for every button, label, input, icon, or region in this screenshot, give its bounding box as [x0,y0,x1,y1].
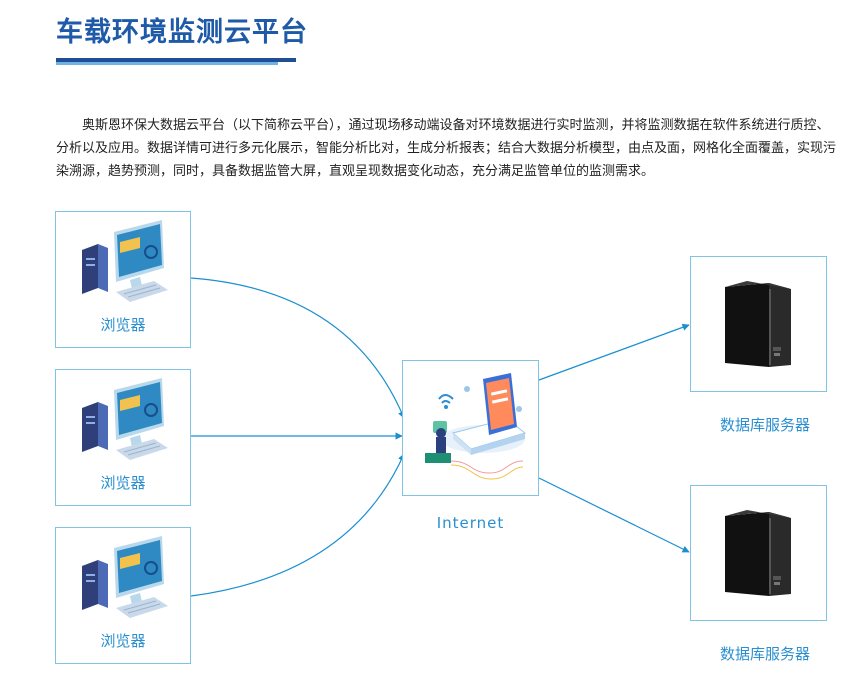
connector-hub-server1 [538,323,690,381]
server-label: 数据库服务器 [719,416,810,434]
client-box-1: 浏览器 [55,211,191,348]
desktop-computer-icon [78,218,170,312]
server-box-2 [690,485,827,621]
client-box-2: 浏览器 [55,369,191,506]
intro-paragraph: 奥斯恩环保大数据云平台（以下简称云平台），通过现场移动端设备对环境数据进行实时监… [56,118,837,179]
server-tower-icon [721,279,801,375]
client-label: 浏览器 [100,316,146,334]
connector-hub-server2 [538,477,690,553]
title-underline-accent [56,62,278,65]
server-label: 数据库服务器 [719,645,810,663]
connector-client1-hub [190,277,405,419]
title-underline [56,58,296,62]
desktop-computer-icon [78,534,170,628]
internet-label: Internet [436,514,505,532]
client-label: 浏览器 [100,632,146,650]
connector-client3-hub [190,453,405,597]
page-title: 车载环境监测云平台 [56,17,308,48]
client-box-3: 浏览器 [55,527,191,664]
desktop-computer-icon [78,376,170,470]
client-label: 浏览器 [100,474,146,492]
server-box-1 [690,256,827,392]
hub-box [402,360,539,496]
cloud-platform-illustration [411,369,531,491]
server-tower-icon [721,508,801,604]
